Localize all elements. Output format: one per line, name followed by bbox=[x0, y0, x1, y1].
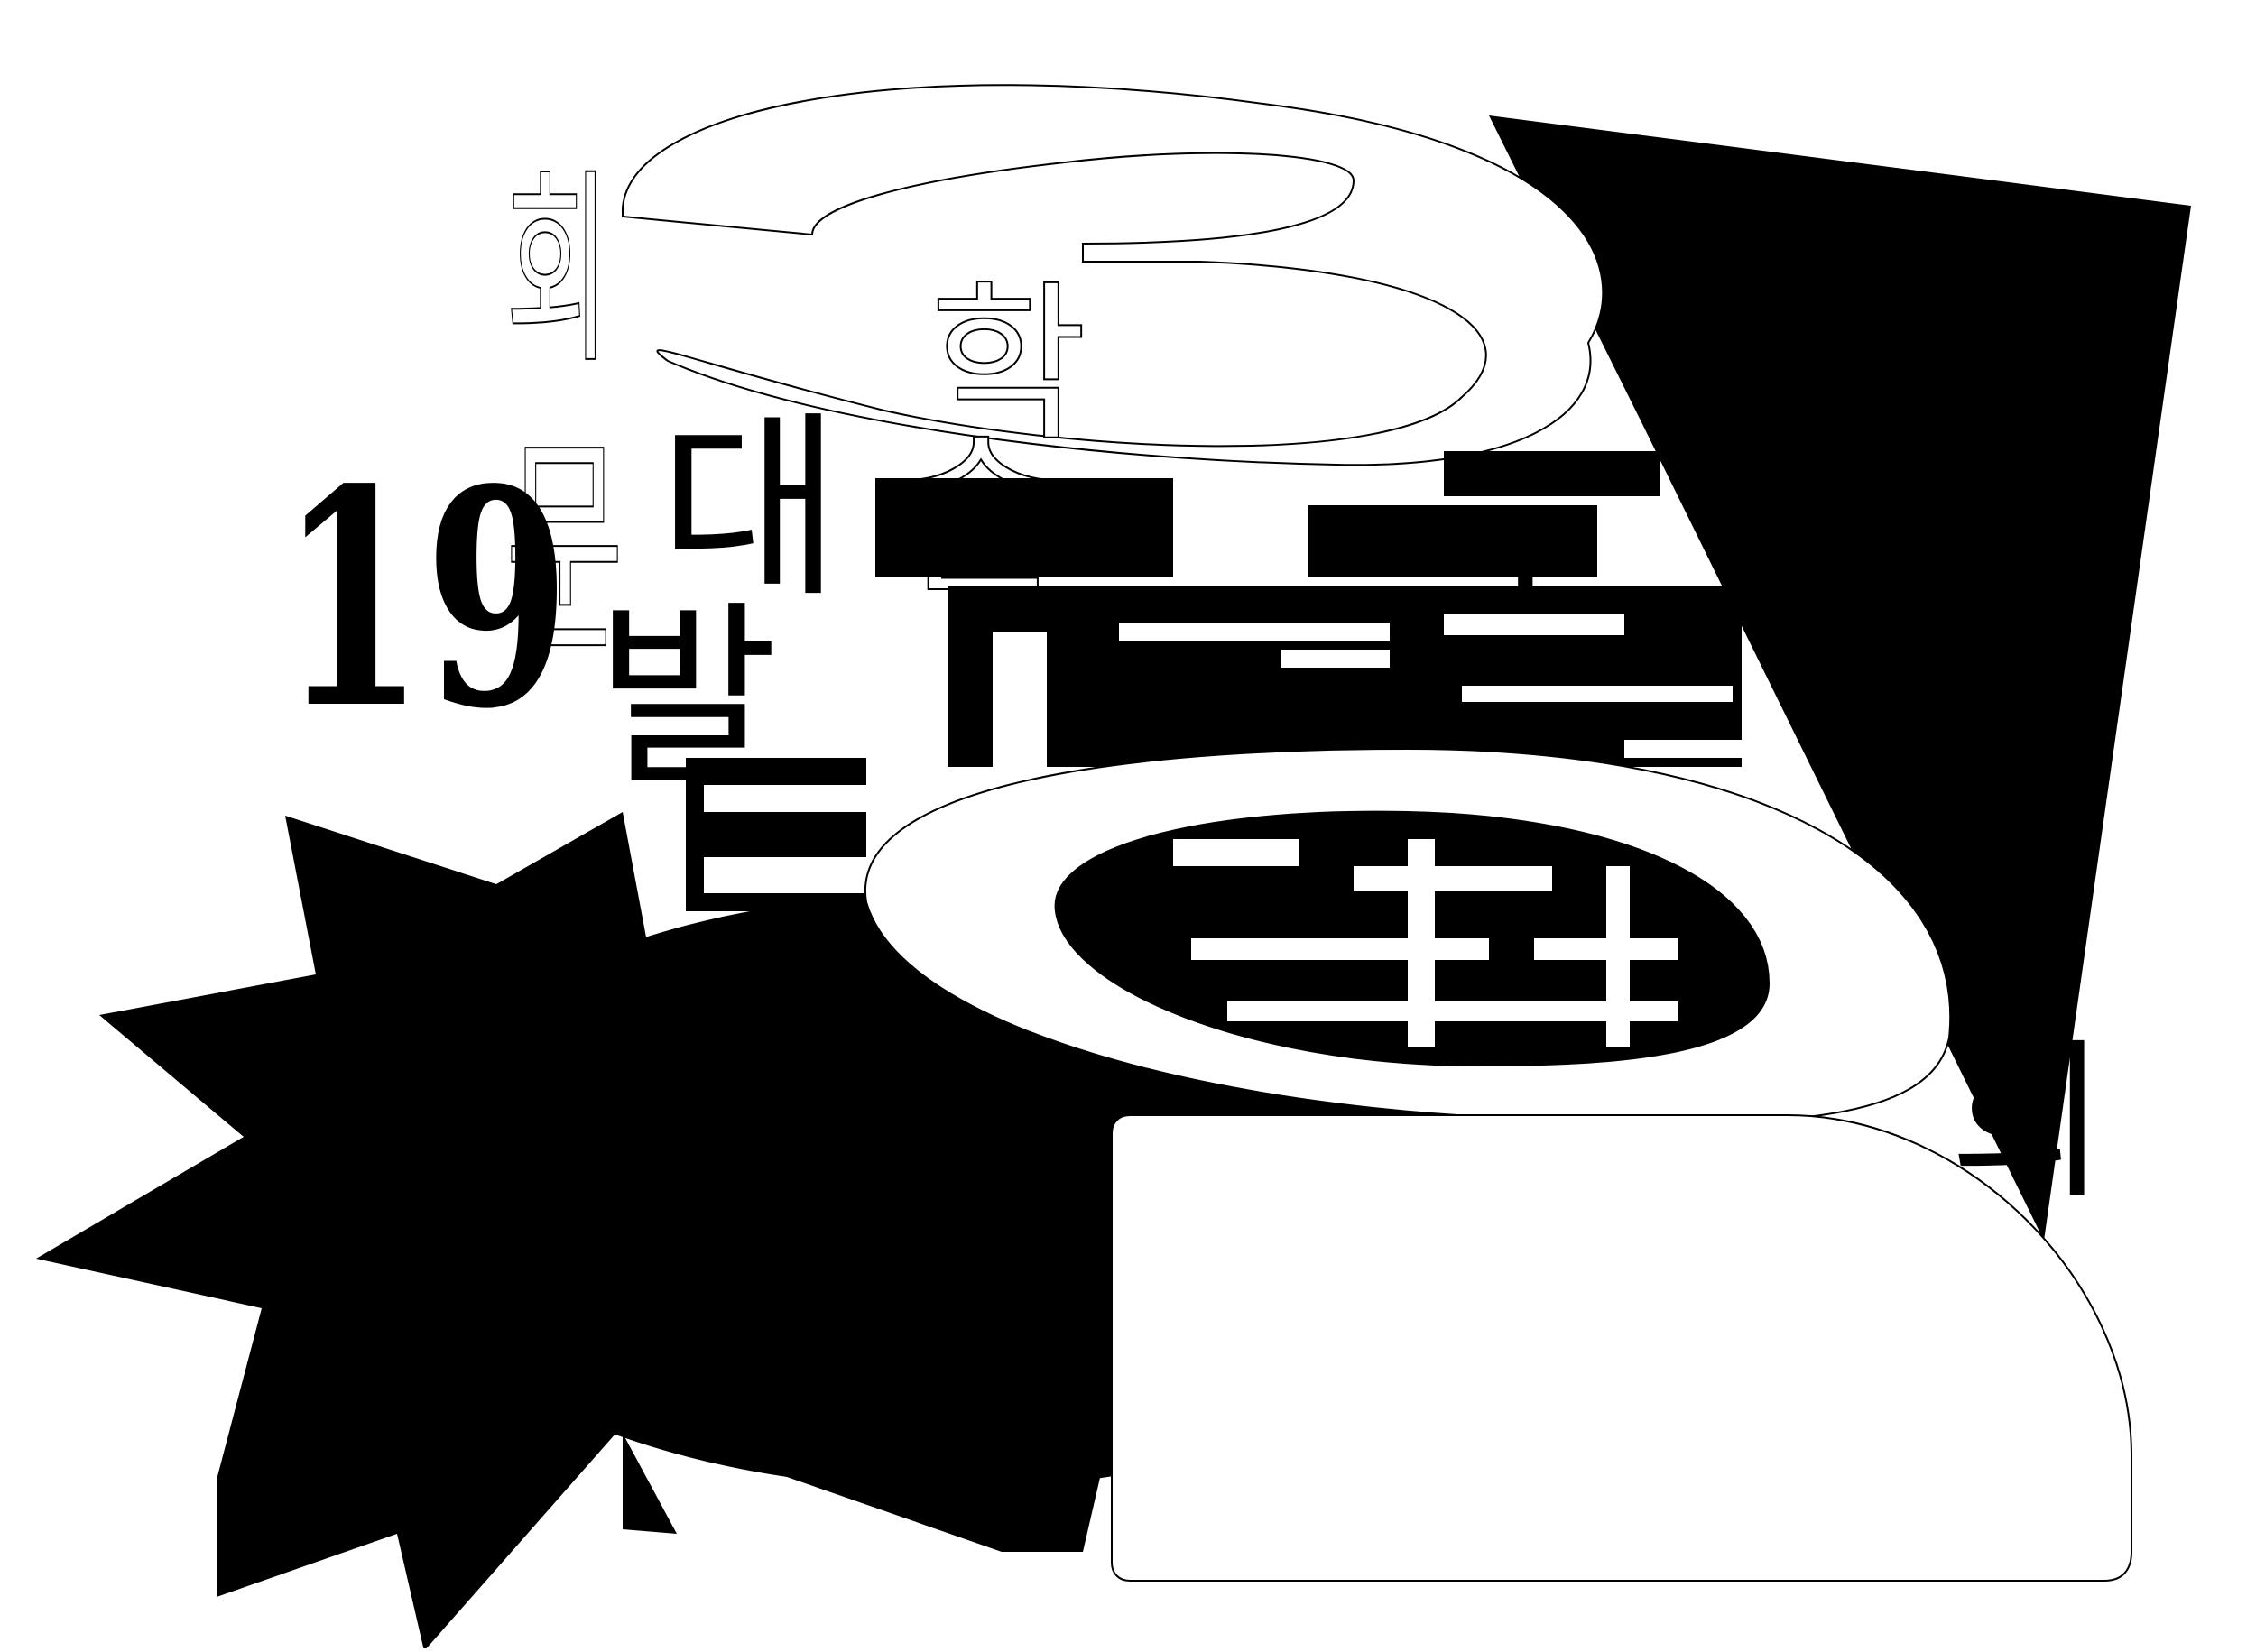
svg-text:학: 학 bbox=[929, 265, 1087, 465]
korean-column-outline: 회 문 bbox=[504, 150, 624, 688]
number-19: 19 bbox=[280, 426, 569, 775]
svg-text:문: 문 bbox=[505, 415, 624, 688]
svg-text:회: 회 bbox=[505, 151, 610, 392]
white-rounded-frame bbox=[1111, 1114, 2132, 1582]
korean-glyph-cluster: 학 술 대 발 표 논 bbox=[596, 264, 1760, 911]
black-quadrilateral bbox=[1489, 115, 2191, 1241]
svg-text:대: 대 bbox=[659, 393, 841, 624]
numeral-three-outline bbox=[622, 84, 1604, 466]
numeral-zero-outline bbox=[864, 747, 1952, 1124]
